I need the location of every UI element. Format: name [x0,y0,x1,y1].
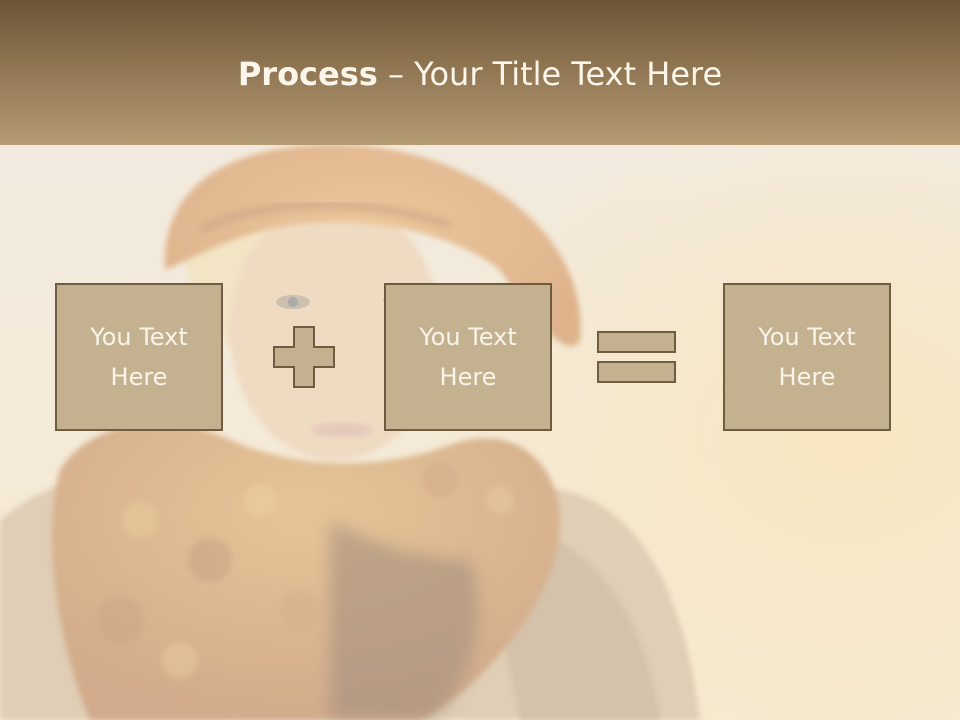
equals-icon [597,331,676,383]
title-rest: Your Title Text Here [414,55,723,93]
plus-icon [273,326,335,388]
process-box-2-label: You Text Here [419,323,517,391]
process-box-1-label: You Text Here [90,323,188,391]
slide-title[interactable]: Process – Your Title Text Here [0,52,960,96]
process-box-1[interactable]: You Text Here [55,283,223,431]
content-area-overlay [0,145,960,720]
title-dash: – [377,55,415,93]
title-bold: Process [237,55,378,93]
process-box-2[interactable]: You Text Here [384,283,552,431]
title-bar: Process – Your Title Text Here [0,0,960,145]
process-box-3-label: You Text Here [758,323,856,391]
process-box-3[interactable]: You Text Here [723,283,891,431]
